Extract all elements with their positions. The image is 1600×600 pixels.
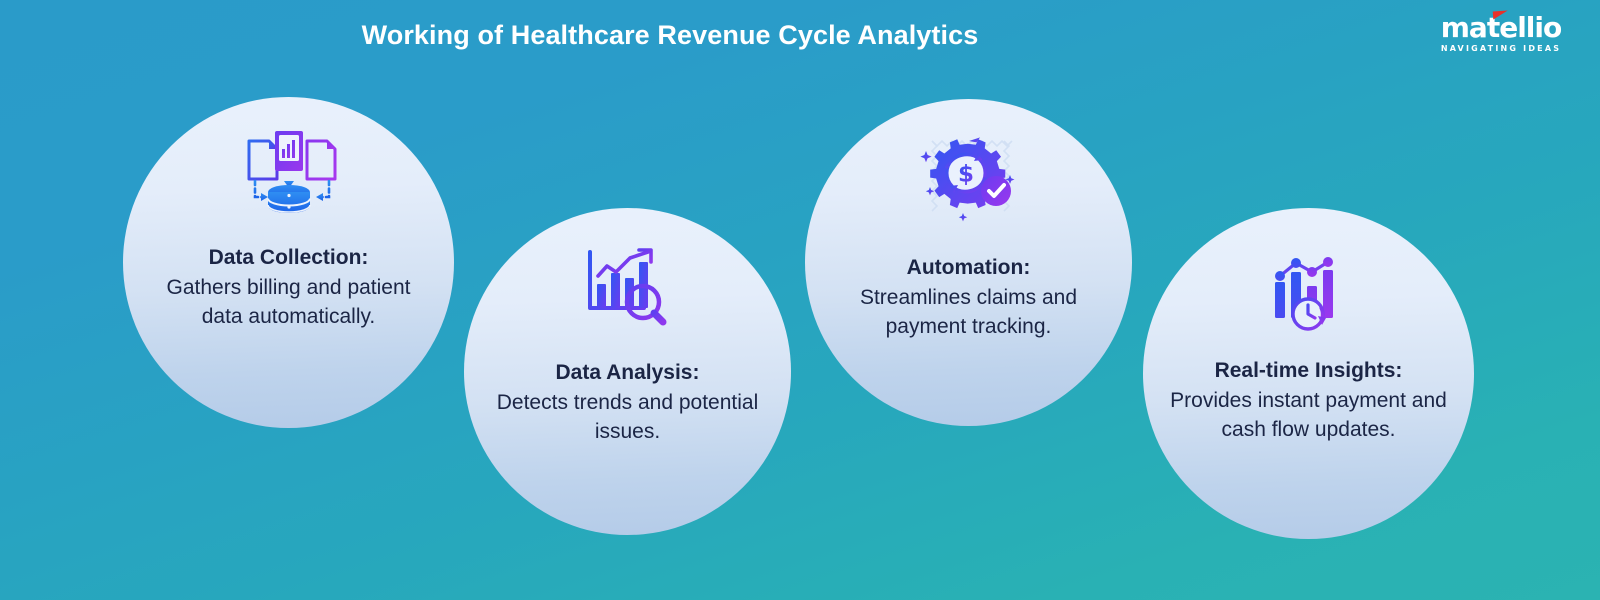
bar-chart-magnifier-icon — [580, 246, 676, 330]
logo-wordmark-text: matellio — [1440, 11, 1562, 44]
step-heading: Automation: — [906, 256, 1031, 279]
step-circle-automation[interactable]: $ Automation: Stream — [805, 99, 1132, 426]
step-circle-real-time-insights[interactable]: Real-time Insights: Provides instant pay… — [1143, 208, 1474, 539]
step-text-automation: Automation: Streamlines claims and payme… — [805, 253, 1132, 342]
gear-dollar-check-icon: $ — [908, 131, 1030, 227]
step-heading: Data Collection: — [208, 246, 369, 269]
matellio-logo: matellio NAVIGATING IDEAS — [1426, 10, 1576, 53]
step-text-data-analysis: Data Analysis: Detects trends and potent… — [464, 358, 791, 447]
step-heading: Data Analysis: — [555, 361, 700, 384]
step-body: Streamlines claims and payment tracking. — [859, 285, 1078, 339]
logo-accent-flag-icon — [1492, 10, 1509, 20]
documents-to-database-icon — [233, 123, 345, 219]
step-body: Provides instant payment and cash flow u… — [1170, 388, 1447, 442]
step-text-data-collection: Data Collection: Gathers billing and pat… — [123, 243, 454, 332]
bar-chart-clock-icon — [1263, 252, 1355, 332]
svg-text:$: $ — [957, 162, 973, 188]
step-circle-data-collection[interactable]: Data Collection: Gathers billing and pat… — [123, 97, 454, 428]
step-body: Gathers billing and patient data automat… — [166, 275, 411, 329]
step-heading: Real-time Insights: — [1214, 359, 1403, 382]
logo-tagline: NAVIGATING IDEAS — [1440, 44, 1562, 53]
step-text-real-time-insights: Real-time Insights: Provides instant pay… — [1143, 356, 1474, 445]
page-title: Working of Healthcare Revenue Cycle Anal… — [361, 20, 979, 50]
logo-wordmark: matellio — [1440, 10, 1562, 44]
step-circle-data-analysis[interactable]: Data Analysis: Detects trends and potent… — [464, 208, 791, 535]
step-body: Detects trends and potential issues. — [496, 390, 759, 444]
